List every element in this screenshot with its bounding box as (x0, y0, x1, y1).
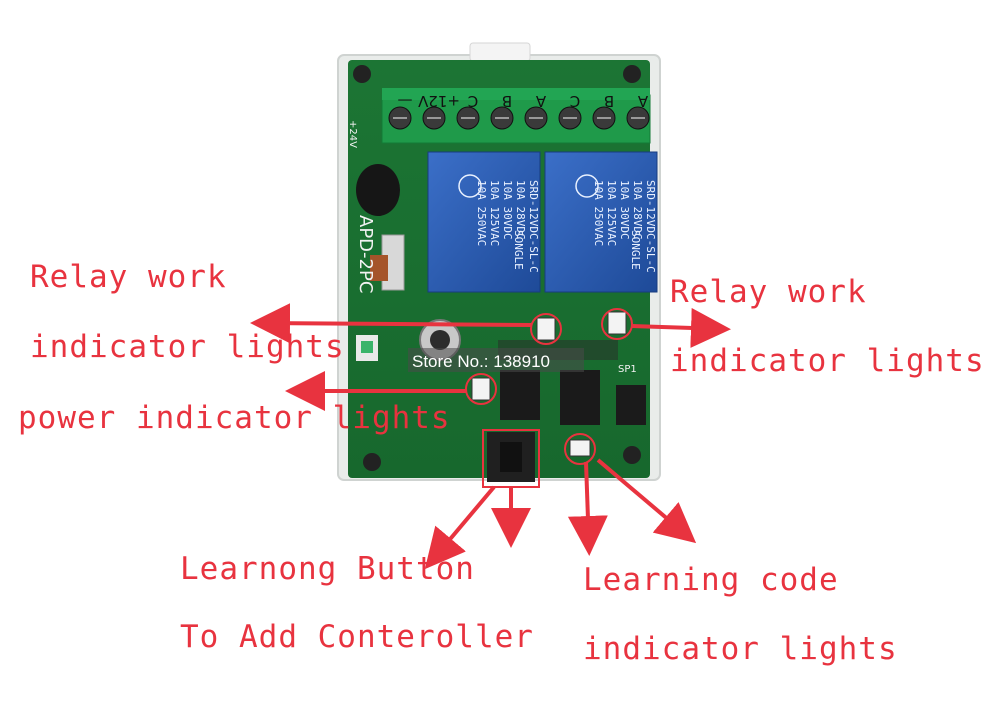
relay-spec-text: 10A 125VAC (488, 180, 501, 246)
terminal-labels: —+12V C B A C B A (398, 92, 649, 110)
power-label: power indicator lights (18, 400, 451, 436)
relay-spec-text: 10A 28VDC (631, 180, 644, 240)
relay-spec-text: 10A 250VAC (475, 180, 488, 246)
terminal-block (381, 88, 651, 144)
learning-label-line1: Learning code (583, 562, 839, 598)
terminal-pin-label: B (502, 92, 512, 110)
button-label-line1: Learnong Button (180, 551, 475, 587)
button-label-line2: To Add Conteroller (180, 619, 534, 655)
relay-led-left (536, 317, 556, 341)
relay-left-label-line1: Relay work (30, 259, 227, 295)
mounting-hole (623, 65, 641, 83)
arrow-relay-left (250, 303, 533, 344)
terminal-pin-label: — (398, 92, 413, 110)
relay-spec-text: 10A 250VAC (592, 180, 605, 246)
terminal-pin-label: A (637, 92, 648, 110)
model-label: APD-2PC (355, 215, 376, 293)
relay-right-label-line2: indicator lights (670, 343, 985, 379)
relay-right-label-line1: Relay work (670, 274, 867, 310)
arrow-learning-right (596, 458, 697, 544)
terminal-pin-label: A (535, 92, 546, 110)
mounting-hole (363, 453, 381, 471)
supply-label: +24V (347, 120, 358, 148)
mounting-hole (623, 446, 641, 464)
arrow-relay-right (631, 307, 731, 348)
terminal-pin-label: +12V (417, 92, 460, 110)
relay-led-right (607, 311, 627, 335)
relay-spec-text: SRD-12VDC-SL-C (644, 180, 657, 273)
relay-spec-text: 10A 30VDC (618, 180, 631, 240)
jumper-label: SP1 (618, 364, 637, 375)
relay-spec-text: 10A 28VDC (514, 180, 527, 240)
arrow-learning-down (567, 461, 608, 556)
mounting-hole (353, 65, 371, 83)
power-led (471, 377, 491, 401)
callout-arrows (250, 303, 731, 570)
relay-brand: SONGLE (629, 230, 642, 270)
learning-label-line2: indicator lights (583, 631, 898, 667)
arrow-button-left (424, 485, 496, 570)
relay-left-label-line2: indicator lights (30, 329, 345, 365)
relay-spec-text: 10A 30VDC (501, 180, 514, 240)
terminal-pin-label: B (604, 92, 614, 110)
relay-brand: SONGLE (512, 230, 525, 270)
terminal-pin-label: C (570, 92, 580, 110)
store-watermark: Store No.: 138910 (412, 352, 550, 371)
learning-led (569, 439, 591, 457)
relay-spec-text: 10A 125VAC (605, 180, 618, 246)
left-components: +24V APD-2PC (347, 120, 461, 361)
relay-spec-text: SRD-12VDC-SL-C (527, 180, 540, 273)
terminal-pin-label: C (468, 92, 478, 110)
